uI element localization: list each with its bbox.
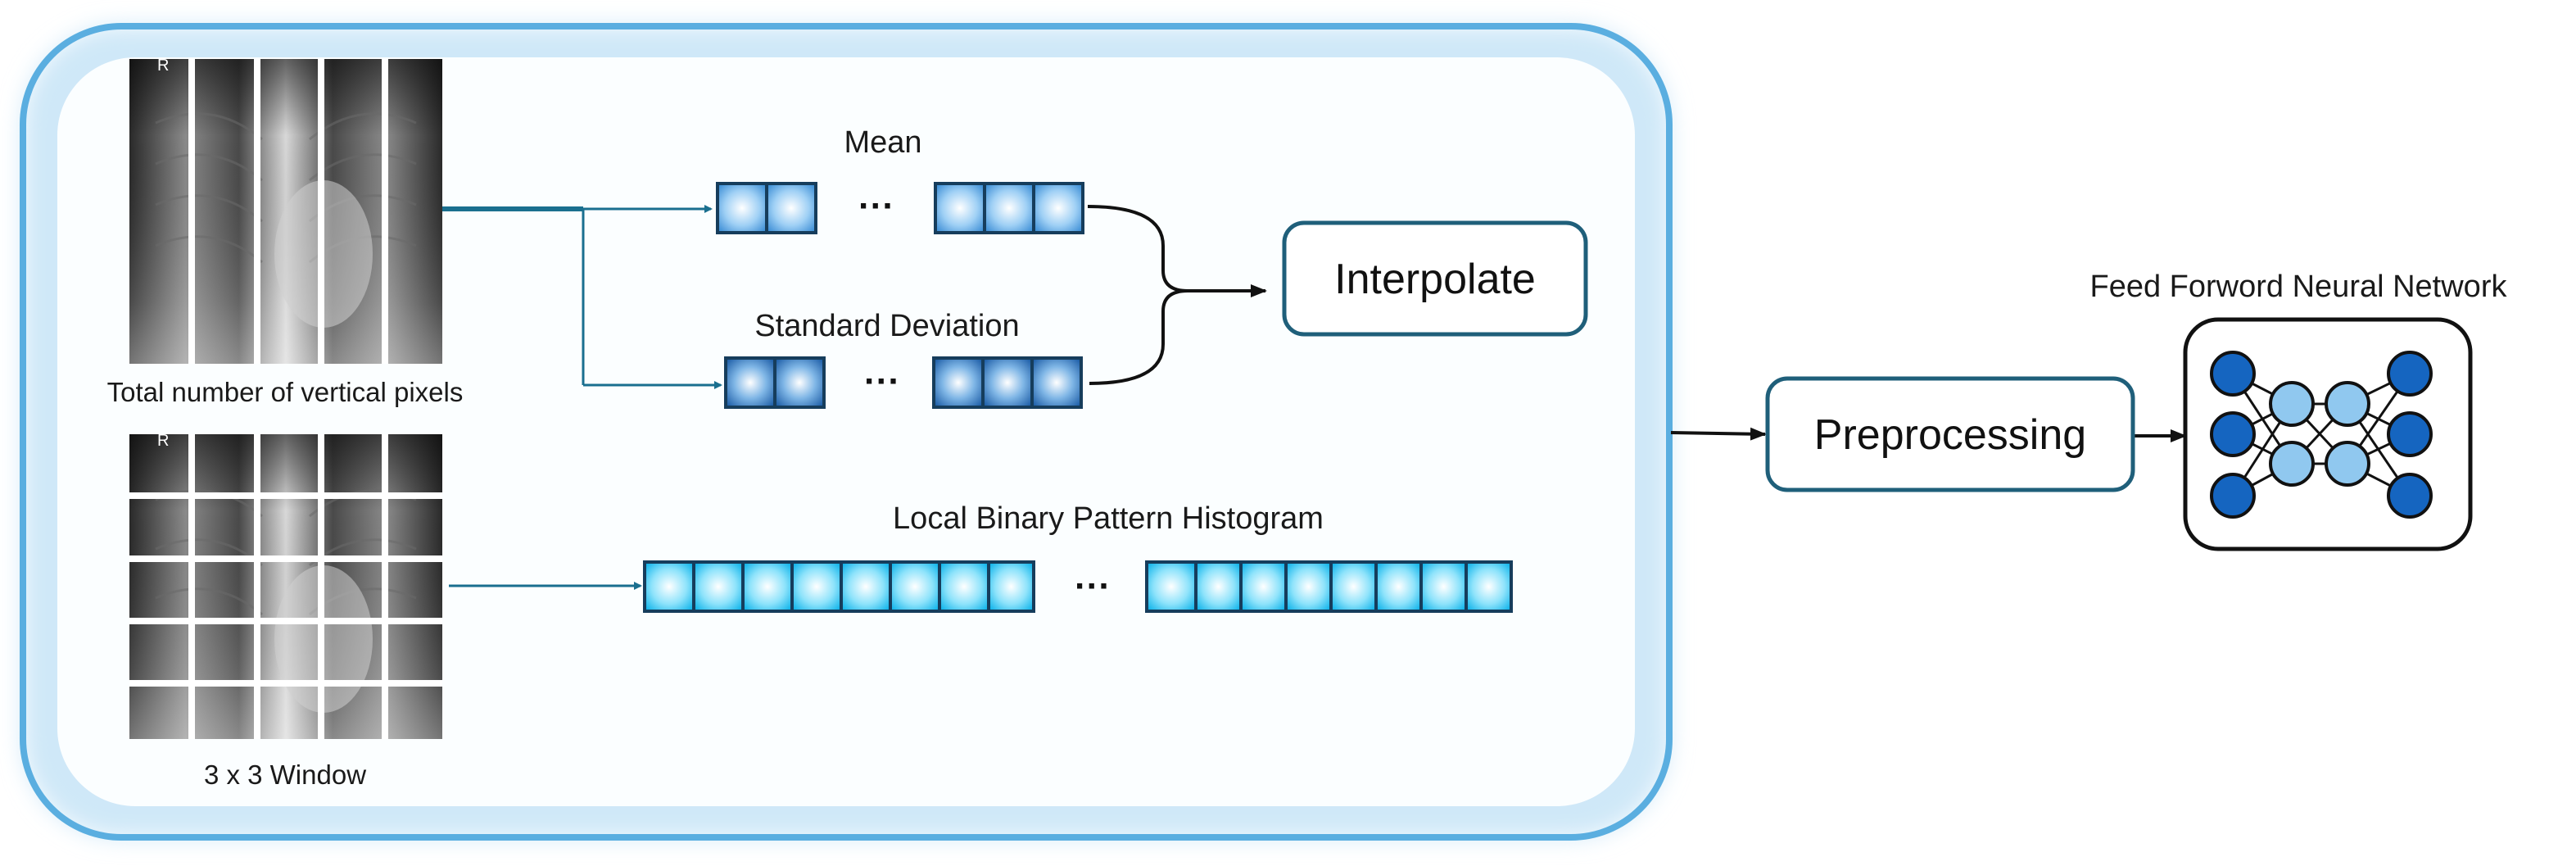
- ffnn-title: Feed Forword Neural Network: [2090, 270, 2508, 304]
- mean-std-arrows: [442, 205, 722, 389]
- mean-cell: [716, 182, 768, 234]
- lbp-cell: [1284, 560, 1333, 613]
- lbp-cell: [1145, 560, 1197, 613]
- nn-hidden-node: [2269, 381, 2315, 427]
- lbp-cell: [1239, 560, 1288, 613]
- std-label: Standard Deviation: [754, 309, 1019, 343]
- lbp-cell: [1329, 560, 1378, 613]
- nn-hidden-node: [2269, 441, 2315, 487]
- window-caption: 3 x 3 Window: [204, 759, 366, 790]
- mean-cell: [765, 182, 817, 234]
- nn-output-node: [2387, 411, 2433, 457]
- nn-hidden-node: [2325, 441, 2370, 487]
- lbp-cell: [1465, 560, 1513, 613]
- std-cell: [773, 356, 826, 409]
- nn-output-node: [2387, 473, 2433, 519]
- lbp-ellipsis: ···: [1075, 566, 1111, 606]
- panel-to-preprocessing-arrow: [1670, 427, 1767, 441]
- mean-label: Mean: [844, 125, 921, 160]
- lbp-cell: [741, 560, 794, 613]
- xray-marker-top: R: [157, 57, 169, 75]
- std-cell: [932, 356, 985, 409]
- std-vector: [724, 356, 1083, 409]
- std-ellipsis: ···: [864, 361, 900, 401]
- chest-xray-grid-windows: R: [129, 432, 442, 739]
- xray-marker-bottom: R: [157, 432, 169, 450]
- lbp-cell: [889, 560, 941, 613]
- chest-xray-vertical-strips: R: [129, 57, 442, 364]
- nn-input-node: [2210, 411, 2256, 457]
- mean-cell: [934, 182, 986, 234]
- vertical-pixels-caption: Total number of vertical pixels: [107, 377, 464, 407]
- mean-ellipsis: ···: [858, 186, 894, 226]
- lbp-cell: [987, 560, 1035, 613]
- lbp-cell: [692, 560, 745, 613]
- nn-input-node: [2210, 473, 2256, 519]
- std-cell: [724, 356, 776, 409]
- mean-cell: [1032, 182, 1084, 234]
- mean-cell: [983, 182, 1035, 234]
- std-cell: [1030, 356, 1083, 409]
- nn-hidden-node: [2325, 381, 2370, 427]
- preprocessing-box: [1765, 376, 2135, 492]
- interpolate-connector: [1087, 205, 1267, 385]
- lbp-vector: [643, 560, 1513, 613]
- lbp-cell: [790, 560, 843, 613]
- lbp-cell: [1194, 560, 1243, 613]
- interpolate-label: Interpolate: [1334, 256, 1536, 303]
- lbp-cell: [1419, 560, 1468, 613]
- lbp-label: Local Binary Pattern Histogram: [893, 501, 1324, 536]
- interpolate-box: [1282, 220, 1588, 337]
- std-cell: [981, 356, 1034, 409]
- neural-network-icon: [2183, 317, 2473, 551]
- nn-output-node: [2387, 351, 2433, 397]
- lbp-cell: [1374, 560, 1423, 613]
- nn-input-node: [2210, 351, 2256, 397]
- mean-vector: [716, 182, 1084, 234]
- preprocessing-label: Preprocessing: [1814, 411, 2086, 459]
- lbp-cell: [643, 560, 695, 613]
- lbp-cell: [840, 560, 892, 613]
- lbp-cell: [938, 560, 990, 613]
